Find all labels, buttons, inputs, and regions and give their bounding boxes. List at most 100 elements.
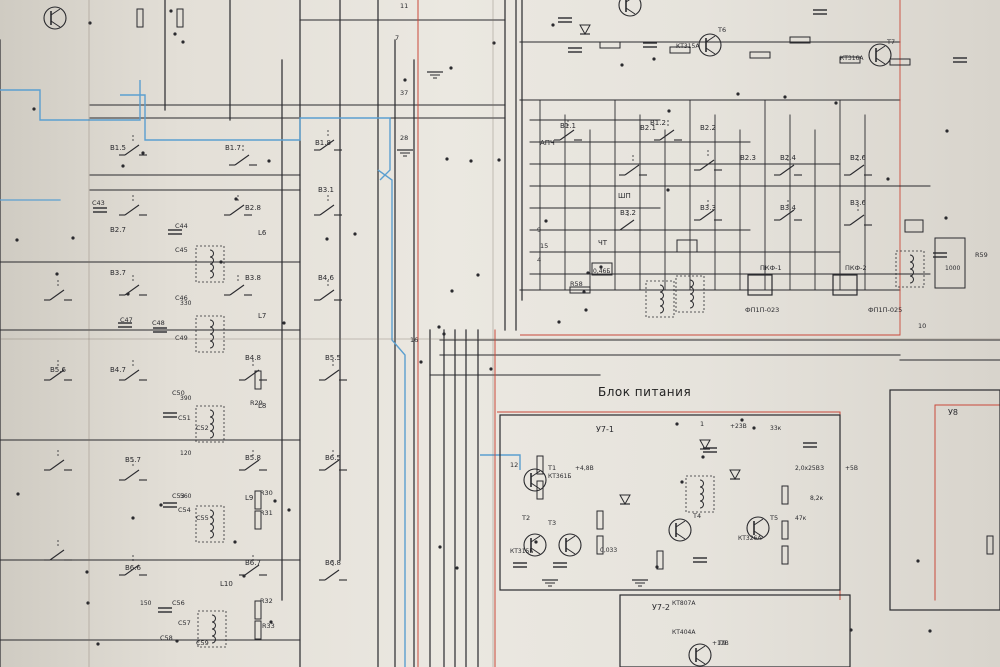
- resistor: [781, 520, 789, 540]
- inductor-label: L7: [258, 312, 266, 320]
- junction-dot: [752, 426, 756, 430]
- switch-contact: [224, 195, 252, 216]
- junction-dot: [86, 601, 90, 605]
- net-number: 28: [400, 134, 408, 142]
- switch-label: В4.7: [110, 366, 126, 374]
- transistor-label: T9: [717, 639, 726, 647]
- switch-label: В3.6: [850, 199, 866, 207]
- capacitor: [813, 9, 827, 15]
- switch-contact: [239, 555, 267, 576]
- junction-dot: [584, 308, 588, 312]
- paper-fold-vertical-2: [492, 0, 494, 667]
- resistor: [136, 8, 144, 28]
- capacitor: [158, 607, 172, 613]
- switch-contact: [774, 155, 802, 176]
- capacitor: [693, 557, 707, 563]
- junction-dot: [886, 177, 890, 181]
- switch-label: В4.6: [318, 274, 334, 282]
- blue-trace: [120, 94, 391, 181]
- switch-label: В3.8: [245, 274, 261, 282]
- label-box: [676, 239, 698, 253]
- net-number: 4: [537, 256, 541, 264]
- junction-dot: [586, 271, 590, 275]
- junction-dot: [783, 95, 787, 99]
- value-label: +23В: [730, 423, 747, 430]
- blue-trace: [0, 80, 141, 121]
- transistor-type-label: КТ315А: [676, 43, 700, 50]
- capacitor-label: C45: [175, 246, 188, 254]
- mode-label: АПЧ: [540, 139, 555, 147]
- resistor: [669, 46, 691, 54]
- junction-dot: [121, 164, 125, 168]
- switch-label: В3.3: [700, 204, 716, 212]
- switch-contact: [229, 145, 257, 166]
- capacitor-label: C54: [178, 506, 191, 514]
- junction-dot: [32, 107, 36, 111]
- diode: [699, 439, 711, 451]
- junction-dot: [497, 158, 501, 162]
- junction-dot: [544, 219, 548, 223]
- capacitor-label: C59: [196, 639, 209, 647]
- junction-dot: [849, 628, 853, 632]
- junction-dot: [652, 57, 656, 61]
- mode-label: ЧТ: [598, 239, 608, 247]
- transistor-label: T4: [692, 512, 701, 520]
- capacitor-label: C53: [172, 492, 185, 500]
- switch-contact: [314, 195, 342, 216]
- junction-dot: [438, 545, 442, 549]
- switch-contact: [44, 540, 72, 561]
- switch-label: В2.1: [640, 124, 656, 132]
- junction-dot: [680, 480, 684, 484]
- capacitor-label: C47: [120, 316, 133, 324]
- switch-contact: [319, 560, 347, 581]
- junction-dot: [242, 574, 246, 578]
- value-label: 560: [180, 493, 192, 500]
- capacitor: [118, 322, 132, 328]
- transistor: [746, 516, 770, 540]
- capacitor: [153, 327, 167, 333]
- switch-label: В2.4: [780, 154, 796, 162]
- value-label: +4,8В: [575, 465, 594, 472]
- switch-label: В1.8: [315, 139, 331, 147]
- inductor-label: L9: [245, 494, 253, 502]
- transistor-label: T1: [547, 464, 556, 472]
- junction-dot: [582, 290, 586, 294]
- inductor: [645, 280, 675, 318]
- resistor: [781, 485, 789, 505]
- resistor-label: R30: [260, 489, 273, 497]
- junction-dot: [450, 289, 454, 293]
- transistor-label: T7: [886, 38, 895, 46]
- junction-dot: [469, 159, 473, 163]
- junction-dot: [16, 492, 20, 496]
- junction-dot: [945, 129, 949, 133]
- capacitor: [553, 562, 567, 568]
- resistor: [569, 286, 591, 294]
- junction-dot: [834, 101, 838, 105]
- switch-contact: [319, 360, 347, 381]
- capacitor-label: C48: [152, 319, 165, 327]
- section-title-power-supply: Блок питания: [598, 385, 692, 399]
- resistor: [656, 550, 664, 570]
- junction-dot: [325, 237, 329, 241]
- junction-dot: [740, 418, 744, 422]
- transistor-type-label: КТ315Б: [510, 548, 534, 555]
- switch-contact: [44, 450, 72, 471]
- resistor: [596, 535, 604, 555]
- junction-dot: [15, 238, 19, 242]
- capacitor: [513, 562, 527, 568]
- capacitor-label: C52: [196, 424, 209, 432]
- inductor-label: L6: [258, 229, 267, 237]
- value-label: 0,46Б: [593, 268, 610, 275]
- junction-dot: [71, 236, 75, 240]
- inductor: [895, 250, 925, 288]
- capacitor-label: C58: [160, 634, 173, 642]
- label-box: [591, 262, 613, 276]
- junction-dot: [234, 197, 238, 201]
- resistor: [176, 8, 184, 28]
- capacitor: [168, 229, 182, 235]
- switch-contact: [774, 200, 802, 221]
- value-label: 150: [140, 600, 152, 607]
- transistor: [523, 533, 547, 557]
- switch-contact: [119, 360, 147, 381]
